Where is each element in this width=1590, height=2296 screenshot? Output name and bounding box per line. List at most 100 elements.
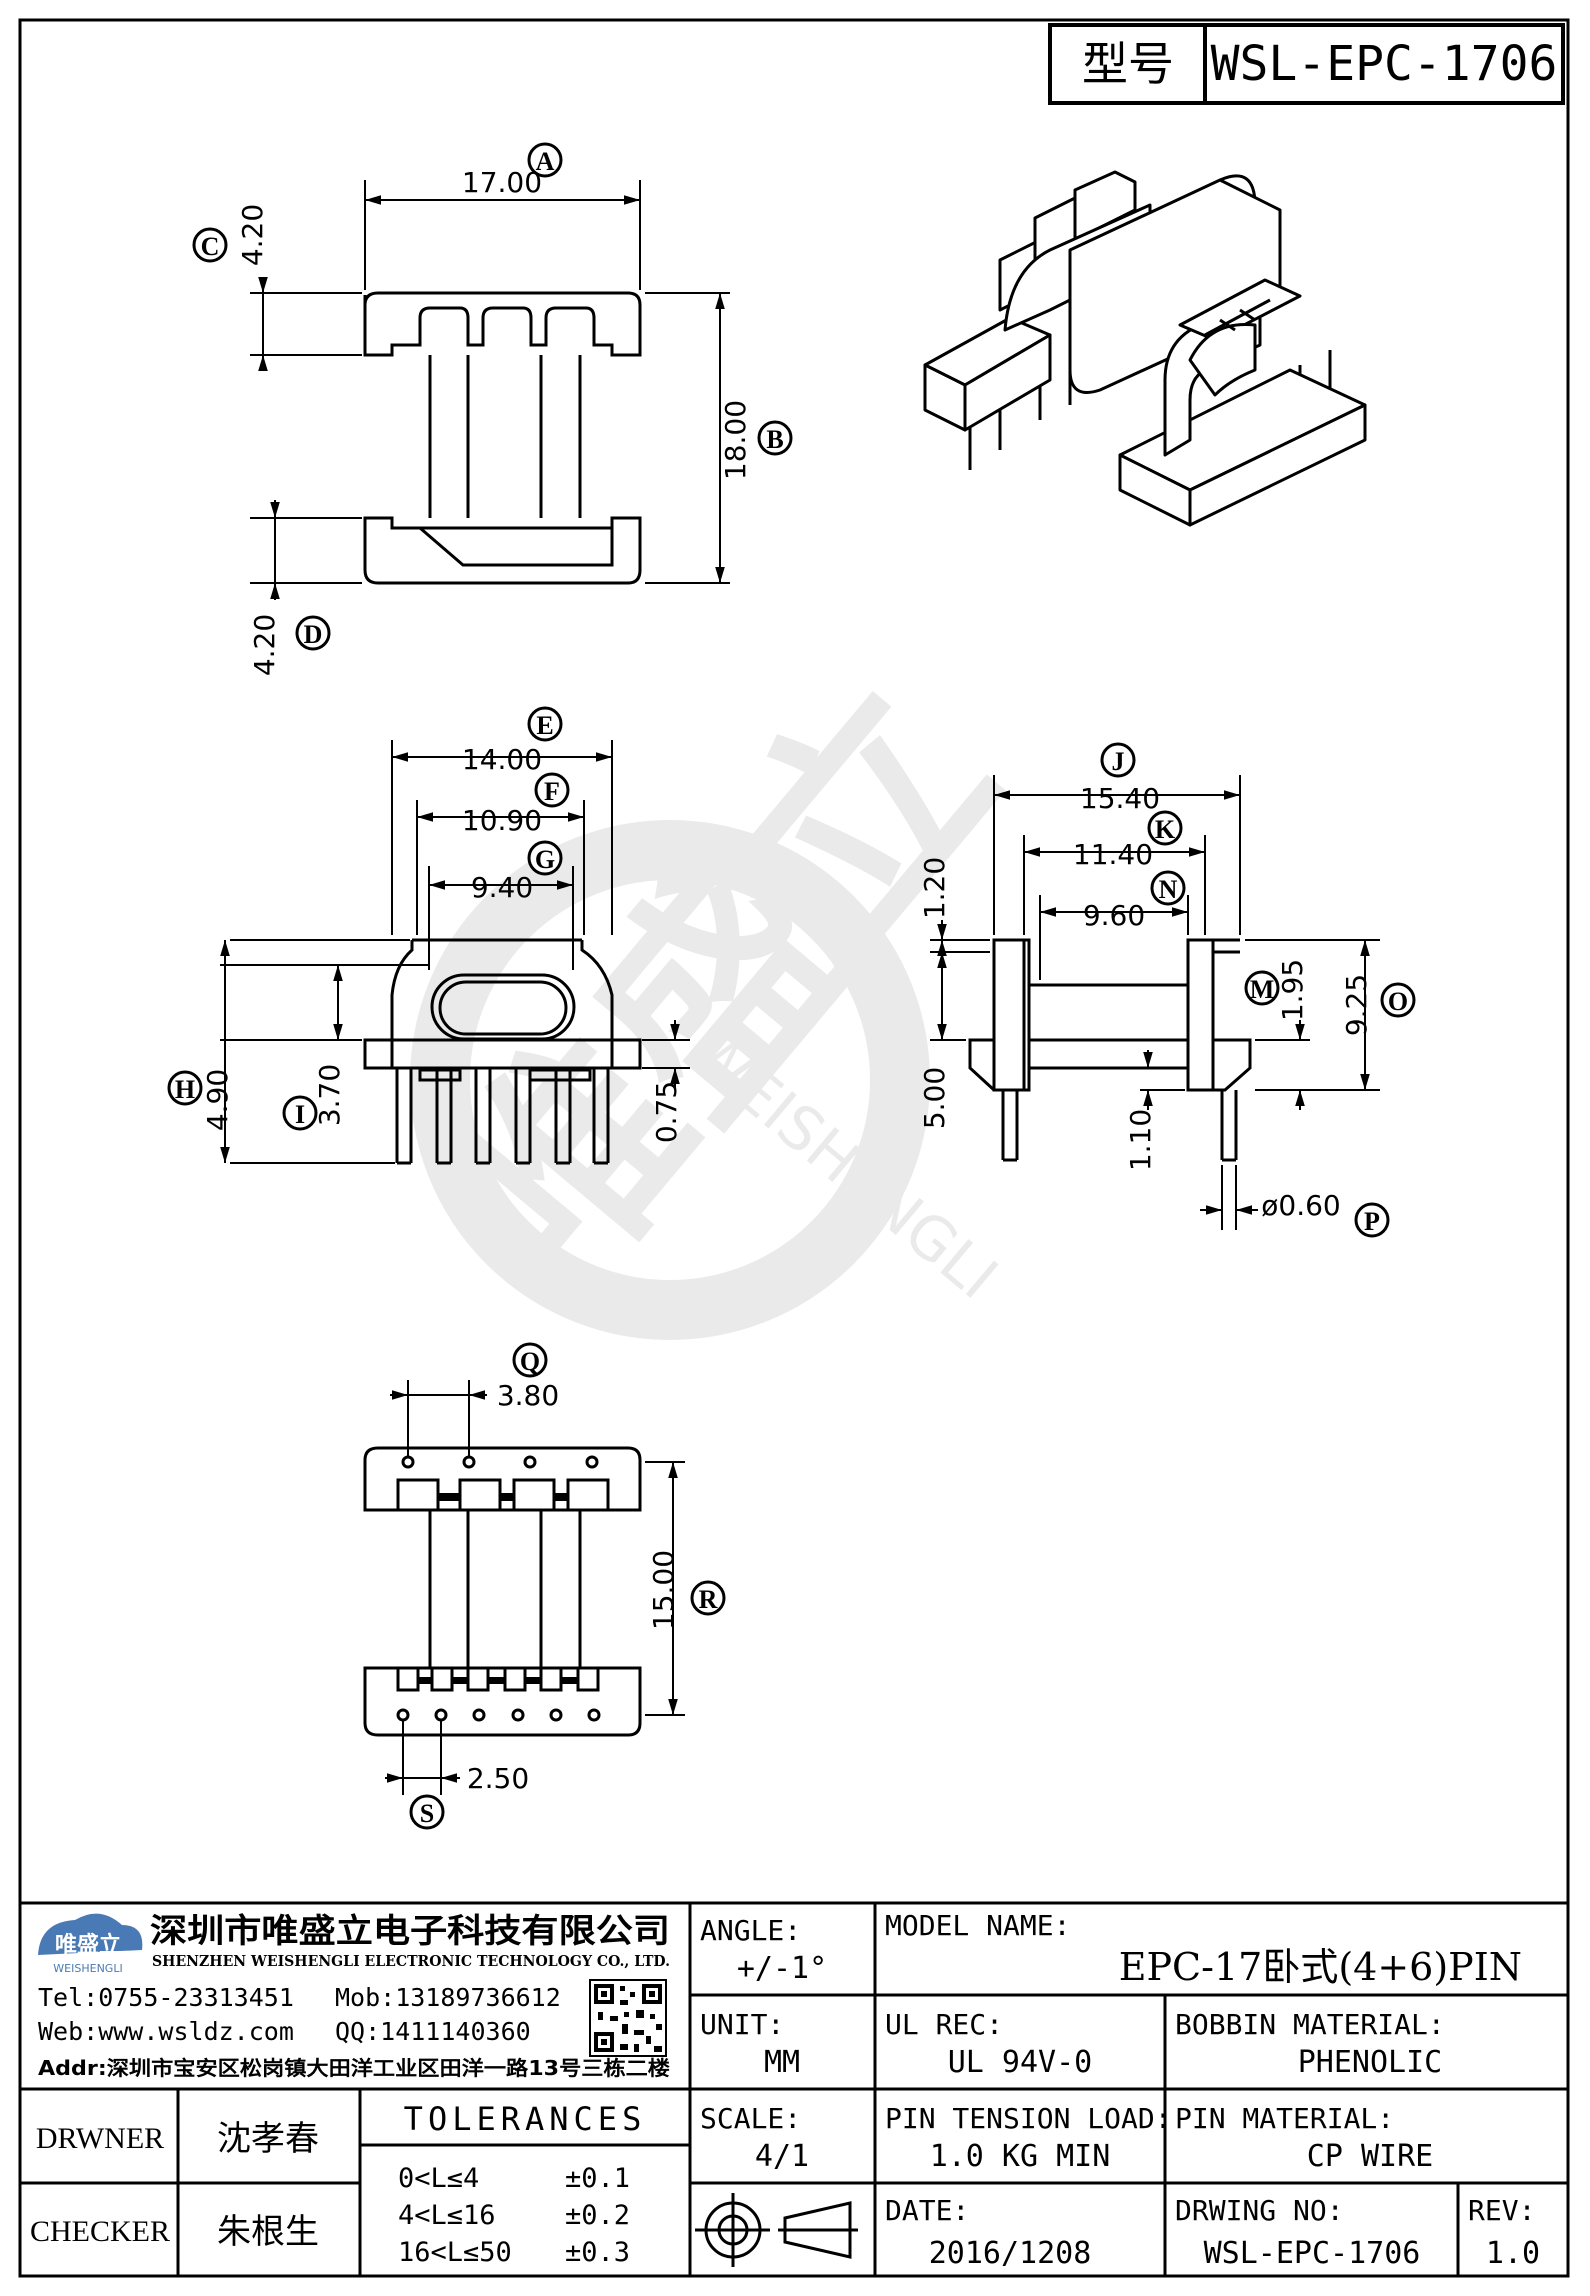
tolerances-heading: TOLERANCES — [404, 2100, 647, 2138]
bottom-view-dims — [385, 1380, 685, 1795]
dim-1.20-value: 1.20 — [918, 857, 951, 919]
svg-text:B: B — [766, 425, 783, 454]
label-H: H — [167, 1070, 203, 1106]
svg-text:N: N — [1159, 875, 1178, 904]
dim-N-value: 9.60 — [1083, 899, 1145, 932]
pin-tension-value: 1.0 KG MIN — [930, 2139, 1111, 2174]
qr-code — [589, 1979, 667, 2057]
tol-value-3: ±0.3 — [565, 2237, 630, 2268]
label-Q: Q — [512, 1342, 548, 1378]
company-name-en: SHENZHEN WEISHENGLI ELECTRONIC TECHNOLOG… — [152, 1952, 670, 1970]
dim-E-value: 14.00 — [462, 743, 542, 776]
dim-C-value: 4.20 — [236, 204, 269, 266]
type-label: 型号 — [1082, 37, 1174, 91]
drawing-no-value: WSL-EPC-1706 — [1204, 2236, 1421, 2271]
bobbin-material-value: PHENOLIC — [1298, 2045, 1443, 2080]
company-logo: 唯盛立 WEISHENGLI — [38, 1913, 143, 1975]
rev-value: 1.0 — [1486, 2236, 1540, 2271]
top-view — [363, 291, 642, 585]
dim-B-value: 18.00 — [719, 400, 752, 480]
dim-D-value: 4.20 — [248, 614, 281, 676]
tol-range-3: 16<L≤50 — [398, 2237, 512, 2268]
dim-O-value: 9.25 — [1340, 974, 1373, 1036]
bottom-view — [363, 1446, 642, 1737]
title-block-grid — [20, 1903, 1568, 2276]
dim-A-value: 17.00 — [462, 166, 542, 199]
svg-text:P: P — [1364, 1207, 1380, 1236]
drawner-label: DRWNER — [36, 2122, 164, 2155]
company-addr: Addr:深圳市宝安区松岗镇大田洋工业区田洋一路13号三栋二楼 — [38, 2056, 670, 2080]
label-R: R — [690, 1580, 726, 1616]
label-D: D — [295, 615, 331, 651]
side-view — [968, 938, 1252, 1162]
dim-J-value: 15.40 — [1080, 782, 1160, 815]
tol-range-1: 0<L≤4 — [398, 2163, 479, 2194]
isometric-view — [923, 170, 1367, 527]
svg-text:I: I — [295, 1100, 305, 1129]
label-S: S — [409, 1794, 445, 1830]
model-header: 型号 WSL-EPC-1706 — [1048, 23, 1565, 105]
outer-frame — [18, 18, 1570, 2278]
company-web: Web:www.wsldz.com — [38, 2017, 294, 2046]
ul-rec-label: UL REC: — [885, 2008, 1003, 2041]
model-name-value: EPC-17卧式(4+6)PIN — [1119, 1945, 1522, 1989]
drawner-value: 沈孝春 — [217, 2119, 319, 2159]
label-G: G — [527, 840, 563, 876]
dim-G-value: 9.40 — [471, 871, 533, 904]
svg-text:H: H — [175, 1075, 195, 1104]
company-name-cn: 深圳市唯盛立电子科技有限公司 — [150, 1911, 670, 1950]
svg-text:G: G — [535, 845, 555, 874]
drawing-no-label: DRWING NO: — [1175, 2194, 1344, 2227]
pin-material-value: CP WIRE — [1307, 2139, 1433, 2174]
svg-text:O: O — [1388, 987, 1408, 1016]
dim-M-value: 1.95 — [1276, 959, 1309, 1021]
svg-text:E: E — [536, 711, 553, 740]
angle-label: ANGLE: — [700, 1914, 801, 1947]
label-E: E — [527, 706, 563, 742]
label-O: O — [1380, 982, 1416, 1018]
dim-R-value: 15.00 — [647, 1550, 680, 1630]
company-qq: QQ:1411140360 — [335, 2017, 531, 2046]
dim-Q-value: 3.80 — [497, 1379, 559, 1412]
company-tel: Tel:0755-23313451 — [38, 1983, 294, 2012]
label-M: M — [1244, 970, 1280, 1006]
pin-material-label: PIN MATERIAL: — [1175, 2102, 1394, 2135]
scale-label: SCALE: — [700, 2102, 801, 2135]
label-I: I — [282, 1095, 318, 1131]
svg-text:Q: Q — [520, 1347, 540, 1376]
date-label: DATE: — [885, 2194, 969, 2227]
label-J: J — [1100, 742, 1136, 778]
label-C: C — [192, 227, 228, 263]
dim-P-value: ø0.60 — [1261, 1189, 1340, 1222]
side-view-dims — [930, 775, 1380, 1230]
pin-tension-label: PIN TENSION LOAD: — [885, 2102, 1172, 2135]
dim-H-value: 4.90 — [201, 1069, 234, 1131]
tol-range-2: 4<L≤16 — [398, 2200, 496, 2231]
unit-value: MM — [764, 2045, 800, 2080]
checker-label: CHECKER — [30, 2215, 170, 2248]
front-view — [363, 938, 642, 1165]
svg-text:M: M — [1250, 975, 1275, 1004]
dim-K-value: 11.40 — [1073, 838, 1153, 871]
projection-symbol-icon — [695, 2193, 858, 2267]
svg-text:K: K — [1155, 815, 1176, 844]
dim-I-value: 3.70 — [313, 1064, 346, 1126]
dim-5.00-value: 5.00 — [918, 1067, 951, 1129]
svg-text:J: J — [1112, 747, 1125, 776]
front-view-dims — [220, 740, 690, 1164]
ul-rec-value: UL 94V-0 — [948, 2045, 1093, 2080]
label-K: K — [1147, 810, 1183, 846]
label-F: F — [534, 772, 570, 808]
svg-text:C: C — [201, 232, 220, 261]
svg-text:S: S — [420, 1799, 434, 1828]
type-value: WSL-EPC-1706 — [1211, 36, 1558, 92]
label-P: P — [1354, 1202, 1390, 1238]
checker-value: 朱根生 — [217, 2212, 319, 2252]
model-name-label: MODEL NAME: — [885, 1909, 1070, 1942]
tol-value-2: ±0.2 — [565, 2200, 630, 2231]
tol-value-1: ±0.1 — [565, 2163, 630, 2194]
dim-S-value: 2.50 — [467, 1762, 529, 1795]
dim-1.10-value: 1.10 — [1124, 1109, 1157, 1171]
